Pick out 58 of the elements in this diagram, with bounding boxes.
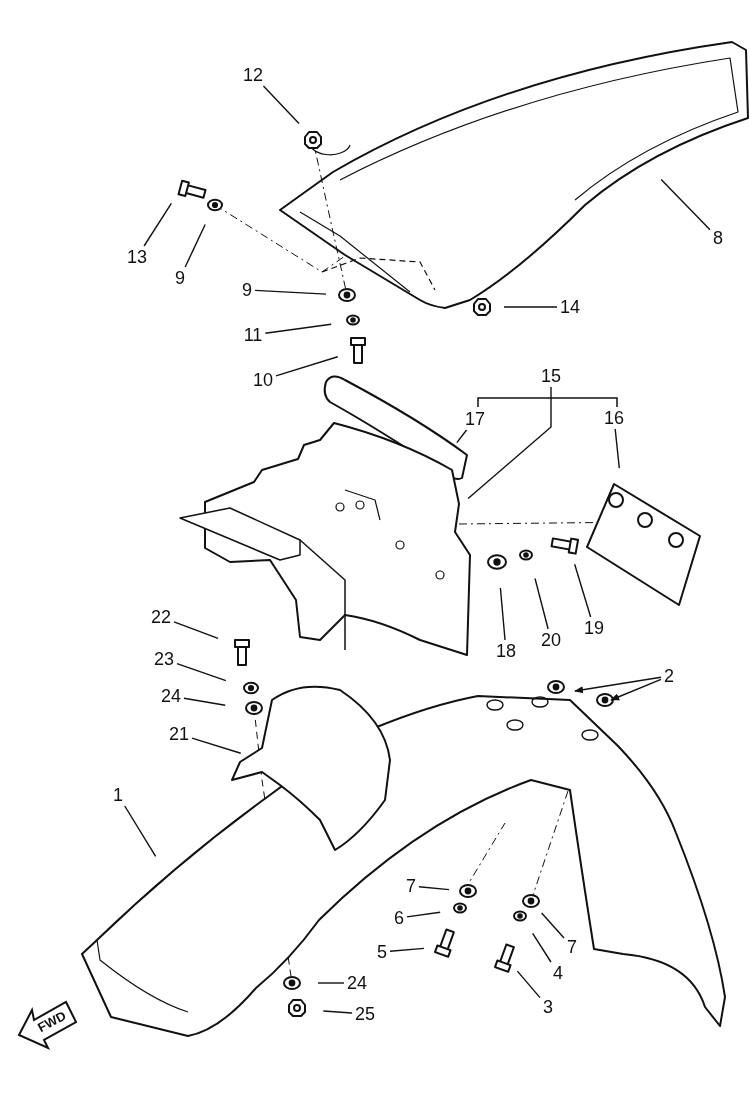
callout-number: 13 [126, 247, 148, 267]
callout-number: 2 [663, 666, 675, 686]
callout-number: 24 [346, 973, 368, 993]
callout-number: 25 [354, 1004, 376, 1024]
leader-line [503, 306, 558, 308]
leader-line [275, 356, 339, 377]
leader-line [499, 587, 506, 641]
leader-line [317, 982, 345, 984]
leader-line [456, 429, 468, 444]
leader-line [573, 563, 592, 618]
callout-number: 18 [495, 641, 517, 661]
leader-line [610, 678, 662, 701]
leader-line [143, 202, 173, 247]
callout-number: 14 [559, 297, 581, 317]
direction-label: FWD [35, 1007, 69, 1036]
leader-line [418, 886, 450, 891]
leader-line [191, 737, 242, 754]
callout-number: 1 [112, 785, 124, 805]
leader-line [406, 911, 441, 918]
callout-number: 15 [540, 366, 562, 386]
leader-line [574, 676, 662, 694]
leader-line [516, 970, 541, 999]
leader-line [614, 428, 620, 469]
leader-line [124, 805, 157, 858]
callout-number: 3 [542, 997, 554, 1017]
leader-line [467, 386, 552, 500]
callout-number: 21 [168, 724, 190, 744]
leader-line [184, 223, 206, 268]
leader-line [183, 697, 226, 706]
callout-number: 19 [583, 618, 605, 638]
callout-number: 22 [150, 607, 172, 627]
leader-line [254, 289, 327, 295]
callout-number: 23 [153, 649, 175, 669]
leader-line [176, 662, 227, 682]
leader-line [173, 621, 219, 640]
callout-number: 20 [540, 630, 562, 650]
callout-number: 4 [552, 963, 564, 983]
callout-number: 12 [242, 65, 264, 85]
callout-number: 6 [393, 908, 405, 928]
leader-line [540, 912, 565, 939]
callout-number: 17 [464, 409, 486, 429]
callout-number: 9 [174, 268, 186, 288]
leader-line [660, 178, 711, 231]
leader-line [534, 577, 549, 630]
callout-number: 16 [603, 408, 625, 428]
callout-number: 24 [160, 686, 182, 706]
callout-number: 7 [566, 937, 578, 957]
callout-number: 7 [405, 876, 417, 896]
callout-number: 9 [241, 280, 253, 300]
callout-number: 8 [712, 228, 724, 248]
leader-line [389, 947, 425, 952]
leader-line [262, 85, 300, 125]
callout-number: 10 [252, 370, 274, 390]
leader-line [322, 1010, 353, 1014]
callout-number: 5 [376, 942, 388, 962]
callout-number: 11 [242, 325, 264, 345]
leader-line [531, 932, 552, 963]
leader-line [264, 323, 332, 334]
